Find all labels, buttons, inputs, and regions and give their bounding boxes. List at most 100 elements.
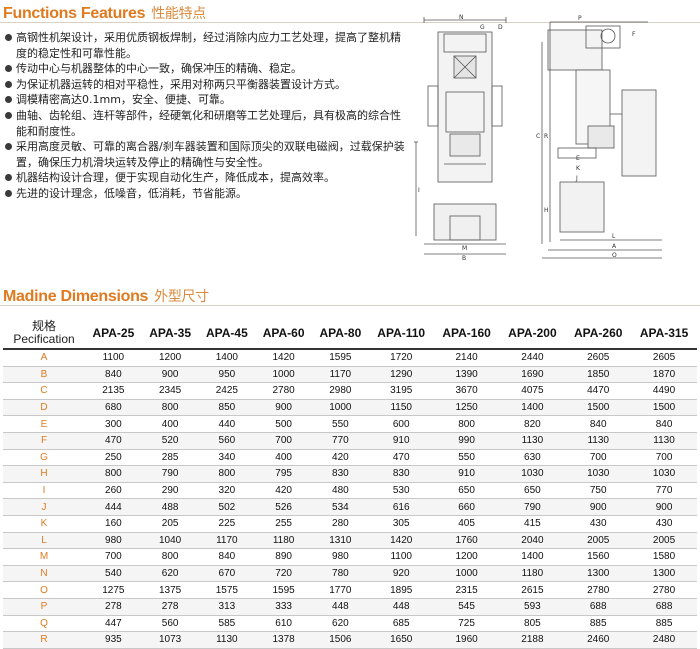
- bullet-icon: [5, 189, 12, 197]
- table-cell: 900: [631, 498, 697, 516]
- drawing-label-l: L: [612, 233, 616, 240]
- table-cell: 2140: [433, 349, 500, 367]
- table-cell: 420: [255, 482, 312, 500]
- row-label: K: [3, 515, 85, 533]
- bullet-icon: [5, 80, 12, 88]
- table-cell: 1960: [433, 631, 500, 649]
- table-cell: 260: [85, 482, 142, 500]
- table-cell: 900: [255, 399, 312, 417]
- drawing-label-e: E: [576, 155, 580, 162]
- table-cell: 1850: [565, 366, 632, 384]
- table-cell: 290: [141, 482, 199, 500]
- table-cell: 1390: [433, 366, 500, 384]
- table-cell: 830: [368, 465, 434, 483]
- table-cell: 1650: [368, 631, 434, 649]
- table-cell: 720: [255, 565, 312, 583]
- table-cell: 405: [433, 515, 500, 533]
- table-cell: 2315: [433, 581, 500, 599]
- table-cell: 900: [565, 498, 632, 516]
- row-label: N: [3, 565, 85, 583]
- table-cell: 560: [141, 615, 199, 633]
- table-cell: 790: [499, 498, 566, 516]
- drawing-label-c: C: [536, 133, 540, 140]
- table-cell: 700: [565, 449, 632, 467]
- table-cell: 1073: [141, 631, 199, 649]
- bullet-icon: [5, 96, 12, 104]
- feature-item: 曲轴、齿轮组、连杆等部件，经硬氧化和研磨等工艺处理后，具有极高的综合性能和耐度性…: [3, 108, 408, 139]
- table-cell: 1275: [85, 581, 142, 599]
- table-cell: 885: [631, 615, 697, 633]
- spec-header-cn: 规格: [31, 319, 56, 333]
- table-cell: 1378: [255, 631, 312, 649]
- bullet-icon: [5, 143, 12, 151]
- table-cell: 700: [255, 432, 312, 450]
- table-cell: 840: [198, 548, 256, 566]
- table-cell: 700: [85, 548, 142, 566]
- front-view-drawing: N G D M B I: [414, 14, 507, 260]
- table-cell: 830: [312, 465, 369, 483]
- drawing-label-n: N: [459, 14, 464, 21]
- table-cell: 1895: [368, 581, 434, 599]
- table-cell: 1760: [433, 532, 500, 550]
- table-cell: 1030: [499, 465, 566, 483]
- model-header: APA-260: [565, 318, 632, 350]
- drawing-label-b: B: [462, 255, 466, 260]
- row-label: P: [3, 598, 85, 616]
- drawing-label-h: H: [544, 207, 549, 214]
- table-cell: 600: [368, 415, 434, 433]
- table-cell: 3195: [368, 382, 434, 400]
- table-cell: 750: [565, 482, 632, 500]
- table-cell: 4490: [631, 382, 697, 400]
- table-cell: 448: [312, 598, 369, 616]
- table-cell: 4075: [499, 382, 566, 400]
- table-cell: 2345: [141, 382, 199, 400]
- table-cell: 1130: [499, 432, 566, 450]
- table-cell: 1400: [499, 399, 566, 417]
- model-header: APA-25: [85, 318, 142, 350]
- table-cell: 278: [85, 598, 142, 616]
- table-cell: 935: [85, 631, 142, 649]
- table-cell: 660: [433, 498, 500, 516]
- table-cell: 2780: [565, 581, 632, 599]
- table-cell: 440: [198, 415, 256, 433]
- table-cell: 420: [312, 449, 369, 467]
- table-cell: 616: [368, 498, 434, 516]
- feature-item: 机器结构设计合理，便于实现自动化生产，降低成本，提高效率。: [3, 170, 408, 186]
- table-cell: 1420: [368, 532, 434, 550]
- table-cell: 1580: [631, 548, 697, 566]
- row-label: G: [3, 449, 85, 467]
- spec-header-en: Pecification: [13, 332, 75, 346]
- table-cell: 910: [433, 465, 500, 483]
- table-cell: 1180: [255, 532, 312, 550]
- table-cell: 688: [565, 598, 632, 616]
- table-cell: 1690: [499, 366, 566, 384]
- table-cell: 890: [255, 548, 312, 566]
- table-cell: 1500: [565, 399, 632, 417]
- table-cell: 725: [433, 615, 500, 633]
- features-list: 高钢性机架设计，采用优质钢板焊制，经过消除内应力工艺处理，提高了整机精度的稳定性…: [3, 30, 408, 202]
- table-cell: 278: [141, 598, 199, 616]
- table-cell: 1300: [631, 565, 697, 583]
- table-cell: 1100: [368, 548, 434, 566]
- table-cell: 2425: [198, 382, 256, 400]
- dimensions-title-cn: 外型尺寸: [154, 288, 209, 304]
- drawing-label-i: I: [418, 187, 420, 194]
- table-cell: 780: [312, 565, 369, 583]
- drawing-label-d: D: [498, 24, 503, 31]
- table-cell: 910: [368, 432, 434, 450]
- table-cell: 790: [141, 465, 199, 483]
- table-cell: 650: [499, 482, 566, 500]
- table-cell: 795: [255, 465, 312, 483]
- row-label: J: [3, 498, 85, 516]
- table-cell: 470: [368, 449, 434, 467]
- table-cell: 1560: [565, 548, 632, 566]
- features-title-en: Functions Features: [3, 5, 146, 22]
- feature-item: 传动中心与机器整体的中心一致，确保冲压的精确、稳定。: [3, 61, 408, 77]
- table-cell: 700: [631, 449, 697, 467]
